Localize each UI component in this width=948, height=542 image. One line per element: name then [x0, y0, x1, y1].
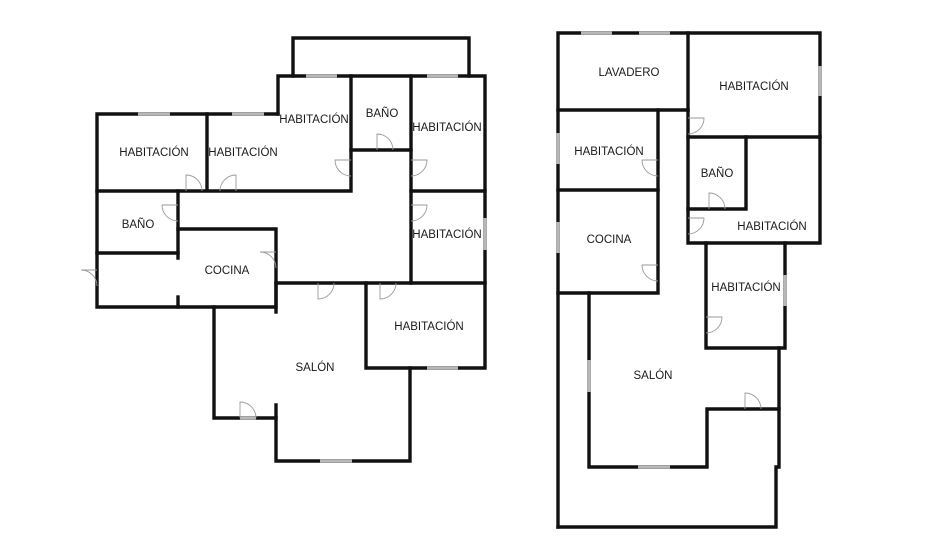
room-label-habitacion: HABITACIÓN: [574, 145, 643, 158]
room-label-lavadero: LAVADERO: [599, 67, 660, 79]
door-icon: [185, 174, 203, 192]
left-plan-windows: [138, 74, 487, 463]
room-label-salon: SALÓN: [296, 361, 335, 374]
room-label-bano: BAÑO: [366, 107, 399, 120]
room-label-habitacion: HABITACIÓN: [279, 113, 348, 126]
room-label-habitacion: HABITACIÓN: [711, 281, 780, 294]
right-plan-doors: [641, 117, 762, 410]
room-label-bano: BAÑO: [122, 218, 155, 231]
room-label-habitacion: HABITACIÓN: [412, 228, 481, 241]
room-label-cocina: COCINA: [587, 234, 632, 246]
right-plan-windows: [556, 31, 822, 469]
room-label-habitacion: HABITACIÓN: [412, 121, 481, 134]
room-label-cocina: COCINA: [205, 265, 250, 277]
right-plan-walls: [556, 31, 822, 529]
room-label-habitacion: HABITACIÓN: [119, 146, 188, 159]
left-plan-room-labels: HABITACIÓN HABITACIÓN HABITACIÓN BAÑO HA…: [119, 107, 481, 374]
left-plan-walls: [95, 36, 487, 463]
room-label-salon: SALÓN: [634, 369, 673, 382]
room-label-habitacion: HABITACIÓN: [208, 146, 277, 159]
right-plan-room-labels: LAVADERO HABITACIÓN HABITACIÓN BAÑO HABI…: [574, 67, 806, 382]
left-plan-doors: [80, 133, 428, 419]
room-label-bano: BAÑO: [701, 167, 734, 180]
room-label-habitacion: HABITACIÓN: [719, 80, 788, 93]
room-label-habitacion: HABITACIÓN: [394, 320, 463, 333]
room-label-habitacion: HABITACIÓN: [737, 220, 806, 233]
right-floor-plan: LAVADERO HABITACIÓN HABITACIÓN BAÑO HABI…: [556, 31, 822, 529]
left-floor-plan: HABITACIÓN HABITACIÓN HABITACIÓN BAÑO HA…: [80, 36, 487, 463]
